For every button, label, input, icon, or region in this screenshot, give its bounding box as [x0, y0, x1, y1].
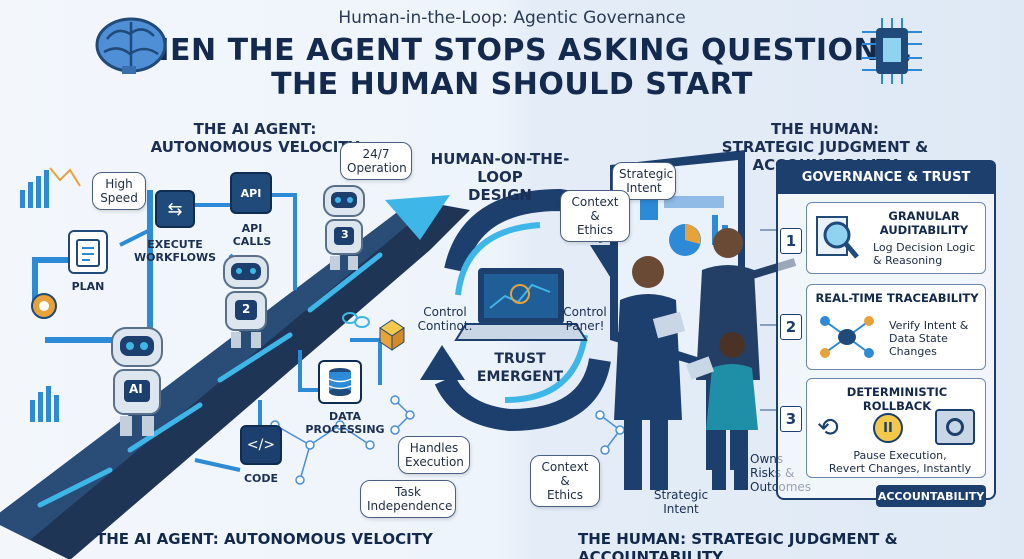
code-icon: </> — [240, 425, 282, 465]
data-processing-label: DATA PROCESSING — [305, 410, 385, 436]
brain-icon — [95, 17, 167, 74]
governance-item-2: REAL-TIME TRACEABILITY Verify Intent & D… — [806, 284, 986, 370]
title-line-1: WHEN THE AGENT STOPS ASKING QUESTIONS, — [110, 33, 914, 68]
page-title: WHEN THE AGENT STOPS ASKING QUESTIONS, T… — [0, 34, 1024, 102]
control-right-label: Control Paner! — [563, 305, 607, 333]
strategic-intent-bottom-label: Strategic Intent — [653, 488, 709, 516]
code-label: CODE — [243, 472, 279, 485]
high-speed-bubble: High Speed — [92, 172, 146, 210]
traceability-network-icon — [820, 316, 874, 358]
robot-ai — [111, 327, 163, 436]
plan-label: PLAN — [71, 280, 105, 293]
governance-item-2-text: Verify Intent & Data State Changes — [889, 319, 969, 358]
subtitle: Human-in-the-Loop: Agentic Governance — [338, 8, 686, 28]
governance-item-3-text: Pause Execution, Revert Changes, Instant… — [828, 449, 972, 475]
context-ethics-bottom-bubble: Context & Ethics — [530, 455, 600, 507]
task-independence-bubble: Task Independence — [360, 480, 456, 518]
governance-item-3: DETERMINISTIC ROLLBACK ⟲ II Pause Execut… — [806, 378, 986, 478]
robot-ai-label: AI — [129, 382, 143, 396]
control-left-label: Control Continot. — [417, 305, 473, 333]
governance-item-1-text: Log Decision Logic & Reasoning — [873, 241, 976, 267]
vault-icon — [935, 409, 975, 445]
left-bottom-caption: THE AI AGENT: AUTONOMOUS VELOCITY — [96, 530, 433, 548]
magnifier-icon — [816, 216, 859, 259]
api-icon: API — [230, 172, 272, 214]
governance-heading: GOVERNANCE & TRUST — [776, 160, 996, 194]
center-heading: HUMAN-ON-THE-LOOP DESIGN — [430, 150, 570, 204]
governance-item-2-number: 2 — [780, 314, 802, 340]
database-icon — [318, 360, 362, 404]
execute-workflows-label: EXECUTE WORKFLOWS — [133, 238, 217, 264]
strategic-intent-top-bubble: Strategic Intent — [612, 162, 676, 200]
governance-item-2-title: REAL-TIME TRACEABILITY — [815, 291, 979, 305]
workflow-icon: ⇆ — [155, 190, 195, 228]
governance-item-1: GRANULAR AUDITABILITY Log Decision Logic… — [806, 202, 986, 274]
human-figures — [614, 228, 797, 490]
handles-execution-bubble: Handles Execution — [398, 436, 470, 474]
robot-3-label: 3 — [341, 228, 349, 241]
governance-item-3-number: 3 — [780, 406, 802, 432]
clipboard-icon — [68, 230, 108, 274]
robot-2-label: 2 — [242, 302, 251, 316]
trust-emergent-label: TRUST EMERGENT — [476, 351, 564, 385]
left-heading: THE AI AGENT: AUTONOMOUS VELOCITY — [150, 120, 360, 156]
pause-icon: II — [873, 413, 903, 443]
governance-item-3-title: DETERMINISTIC ROLLBACK — [846, 385, 948, 413]
governance-item-1-number: 1 — [780, 228, 802, 254]
robot-3 — [323, 185, 365, 270]
context-ethics-top-bubble: Context & Ethics — [560, 190, 630, 242]
operation-bubble: 24/7 Operation — [340, 142, 412, 180]
robot-2 — [223, 255, 269, 348]
chip-icon — [862, 18, 922, 84]
api-calls-label: API CALLS — [232, 222, 272, 248]
right-bottom-caption: THE HUMAN: STRATEGIC JUDGMENT & ACCOUNTA… — [578, 530, 898, 559]
undo-arrow-icon: ⟲ — [817, 413, 839, 443]
title-line-2: THE HUMAN SHOULD START — [271, 67, 753, 102]
accountability-badge: ACCOUNTABILITY — [876, 485, 986, 507]
governance-item-1-title: GRANULAR AUDITABILITY — [879, 209, 969, 237]
